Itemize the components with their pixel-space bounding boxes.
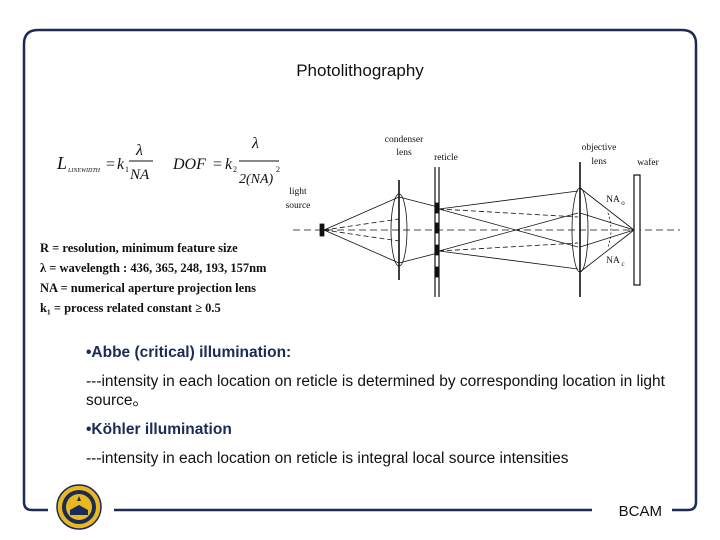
light-source <box>319 223 325 237</box>
definitions-list: R = resolution, minimum feature size λ =… <box>40 238 266 318</box>
label-reticle: reticle <box>434 153 458 163</box>
wafer-plate <box>633 174 641 286</box>
label-light-source-1: light <box>289 187 307 197</box>
bullet-kohler-body: ---intensity in each location on reticle… <box>86 450 569 467</box>
bullet-abbe-heading: •Abbe (critical) illumination: <box>86 344 292 361</box>
linewidth-coef: k <box>117 156 125 173</box>
bullet-kohler-heading: •Köhler illumination <box>86 421 232 438</box>
definition-lambda: λ = wavelength : 436, 365, 248, 193, 157… <box>40 261 267 275</box>
university-seal-icon <box>56 484 102 530</box>
linewidth-coef-sub: 1 <box>125 165 129 174</box>
definition-k1: k₁ = process related constant ≥ 0.5 <box>40 301 221 315</box>
label-condenser-1: condenser <box>385 135 424 145</box>
label-na-c-sub: c <box>621 260 624 268</box>
definition-r: R = resolution, minimum feature size <box>40 241 238 255</box>
dof-denominator: 2(NA) <box>239 172 274 187</box>
label-condenser-2: lens <box>396 148 412 158</box>
frame-border <box>22 28 698 512</box>
dof-numerator: λ <box>251 135 259 152</box>
label-na-o: NA <box>606 195 620 205</box>
bullet-abbe-body: ---intensity in each location on reticle… <box>86 373 665 409</box>
definition-na: NA = numerical aperture projection lens <box>40 281 257 295</box>
label-na-c: NA <box>606 256 620 266</box>
label-objective-1: objective <box>582 143 617 153</box>
dof-lhs: DOF <box>172 156 206 173</box>
label-wafer: wafer <box>637 157 659 168</box>
optical-diagram: light source condenser lens reticle obje… <box>286 135 680 297</box>
footer-label: BCAM <box>618 503 662 520</box>
linewidth-denominator: NA <box>129 167 150 183</box>
illumination-bullets: •Abbe (critical) illumination: ---intens… <box>86 343 686 478</box>
linewidth-lhs-sub: LINEWIDTH <box>67 168 101 174</box>
linewidth-numerator: λ <box>135 142 143 159</box>
resolution-formulas: L LINEWIDTH = k 1 λ NA DOF = k 2 λ 2(NA)… <box>56 135 280 187</box>
dof-equals: = <box>213 156 222 173</box>
label-objective-2: lens <box>591 157 607 167</box>
label-na-o-sub: o <box>621 199 625 207</box>
linewidth-equals: = <box>106 156 115 173</box>
label-light-source-2: source <box>286 201 311 211</box>
slide-title: Photolithography <box>296 61 424 80</box>
dof-coef: k <box>225 156 233 173</box>
dof-denominator-sup: 2 <box>276 165 280 174</box>
linewidth-lhs: L <box>56 153 67 173</box>
dof-coef-sub: 2 <box>233 165 237 174</box>
